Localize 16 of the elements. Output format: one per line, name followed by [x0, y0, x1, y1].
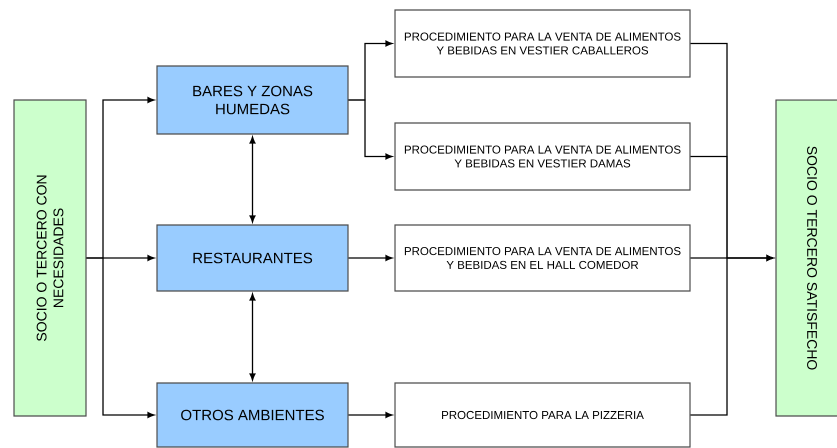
- procedure-box: PROCEDIMIENTO PARA LA VENTA DE ALIMENTOS Y BEBIDAS EN VESTIER CABALLEROS: [394, 9, 691, 78]
- procedure-box: PROCEDIMIENTO PARA LA VENTA DE ALIMENTOS Y BEBIDAS EN EL HALL COMEDOR: [394, 224, 691, 292]
- arrow: [250, 136, 256, 222]
- category-box: OTROS AMBIENTES: [156, 382, 349, 448]
- arrow: [348, 99, 392, 160]
- arrow: [348, 255, 392, 261]
- category-box: RESTAURANTES: [156, 224, 349, 292]
- arrow: [690, 255, 774, 416]
- procedure-box: PROCEDIMIENTO PARA LA PIZZERIA: [394, 382, 691, 448]
- category-box: BARES Y ZONAS HUMEDAS: [156, 65, 349, 135]
- procedure-box: PROCEDIMIENTO PARA LA VENTA DE ALIMENTOS Y BEBIDAS EN VESTIER DAMAS: [394, 122, 691, 191]
- start-box: SOCIO O TERCERO CON NECESIDADES: [13, 99, 87, 417]
- arrow: [348, 412, 392, 418]
- arrow: [250, 294, 256, 380]
- arrow: [86, 257, 154, 418]
- end-box: SOCIO O TERCERO SATISFECHO: [775, 99, 837, 417]
